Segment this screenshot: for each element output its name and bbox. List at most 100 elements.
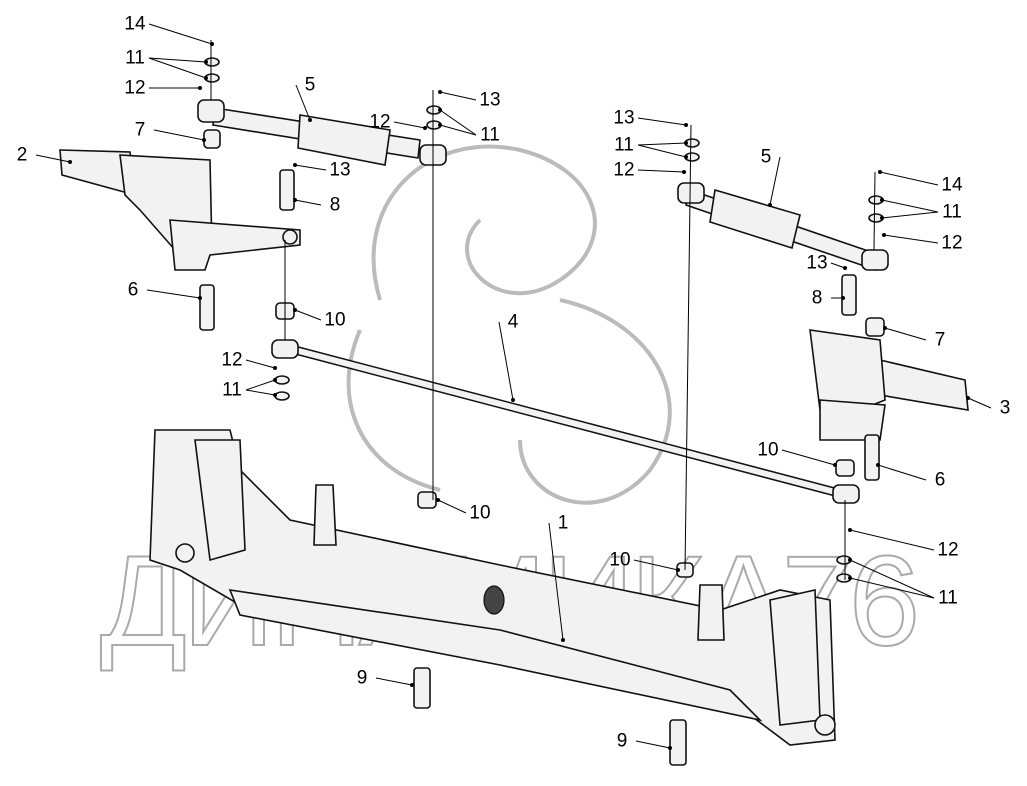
leader-line [633, 559, 679, 571]
tie-rod [271, 339, 860, 504]
leader-arrowhead [273, 378, 277, 382]
leader-arrowhead [436, 498, 440, 502]
callout-label: 12 [124, 77, 146, 99]
leader-arrowhead [561, 638, 565, 642]
callout-label: 11 [938, 587, 958, 609]
leader-line [393, 121, 426, 129]
callout-label: 9 [616, 730, 628, 752]
leader-line [294, 199, 322, 206]
leader-line [769, 156, 781, 206]
leader-arrowhead [684, 141, 688, 145]
callout-label: 11 [614, 134, 634, 156]
leader-line [439, 124, 477, 136]
leader-line [637, 144, 687, 158]
leader-line [883, 234, 939, 244]
leader-line [295, 84, 311, 121]
callout-label: 2 [16, 144, 28, 166]
leader-line [830, 262, 846, 269]
leader-line [153, 129, 205, 141]
leader-arrowhead [676, 568, 680, 572]
leader-arrowhead [68, 160, 72, 164]
leader-arrowhead [293, 163, 297, 167]
leader-arrowhead [684, 123, 688, 127]
leader-arrowhead [878, 170, 882, 174]
leader-line [637, 169, 685, 173]
callout-label: 13 [479, 89, 501, 111]
callout-leaders [35, 23, 992, 750]
leader-arrowhead [204, 60, 208, 64]
leader-line [548, 522, 564, 641]
right-steering-knuckle [809, 274, 969, 481]
leader-arrowhead [423, 126, 427, 130]
leader-line [375, 677, 413, 686]
leader-arrowhead [438, 123, 442, 127]
leader-arrowhead [293, 198, 297, 202]
callout-label: 6 [127, 279, 139, 301]
watermark-logo [346, 144, 672, 505]
leader-arrowhead [833, 463, 837, 467]
leader-line [637, 142, 687, 146]
callout-label: 4 [507, 311, 519, 333]
leader-arrowhead [843, 266, 847, 270]
leader-arrowhead [438, 108, 442, 112]
leader-line [849, 529, 935, 551]
callout-label: 11 [942, 201, 962, 223]
callout-label: 8 [329, 194, 341, 216]
leader-line [967, 397, 992, 409]
leader-line [148, 57, 207, 79]
leader-line [245, 359, 276, 369]
callout-label: 13 [806, 252, 828, 274]
callout-label: 5 [760, 146, 772, 168]
leader-line [294, 309, 322, 321]
callout-label: 1 [557, 512, 569, 534]
leader-line [849, 559, 935, 599]
leader-line [879, 171, 939, 186]
leader-arrowhead [848, 528, 852, 532]
leader-arrowhead [883, 326, 887, 330]
callout-label: 10 [324, 309, 346, 331]
small-parts [204, 40, 884, 766]
leader-line [148, 23, 213, 45]
leader-arrowhead [668, 746, 672, 750]
callout-label: 14 [941, 174, 963, 196]
leader-arrowhead [198, 86, 202, 90]
callout-label: 7 [134, 119, 146, 141]
callout-label: 10 [469, 502, 491, 524]
left-steering-knuckle [59, 129, 301, 331]
leader-line [35, 154, 71, 163]
leader-arrowhead [273, 366, 277, 370]
leader-arrowhead [848, 558, 852, 562]
leader-arrowhead [198, 296, 202, 300]
callout-label: 13 [613, 107, 635, 129]
leader-line [245, 389, 276, 396]
leader-line [781, 449, 836, 466]
leader-arrowhead [880, 198, 884, 202]
leader-arrowhead [876, 463, 880, 467]
callout-label: 10 [757, 439, 779, 461]
leader-arrowhead [882, 233, 886, 237]
callout-label: 11 [480, 124, 500, 146]
leader-arrowhead [768, 203, 772, 207]
callout-label: 8 [811, 287, 823, 309]
callout-label: 7 [934, 329, 946, 351]
leader-line [439, 91, 477, 101]
leader-arrowhead [410, 683, 414, 687]
leader-line [849, 577, 935, 599]
leader-line [884, 327, 927, 341]
leader-arrowhead [202, 138, 206, 142]
leader-line [148, 57, 207, 63]
right-steering-cylinder [677, 182, 889, 272]
leader-line [881, 211, 939, 219]
callout-label: 5 [304, 74, 316, 96]
leader-line [877, 464, 927, 481]
leader-arrowhead [438, 90, 442, 94]
callout-label: 12 [941, 232, 963, 254]
axle-beam [149, 429, 836, 746]
callout-label: 11 [125, 47, 145, 69]
callout-label: 11 [222, 379, 242, 401]
callout-label: 12 [613, 159, 635, 181]
leader-line [439, 109, 477, 136]
leader-arrowhead [966, 396, 970, 400]
